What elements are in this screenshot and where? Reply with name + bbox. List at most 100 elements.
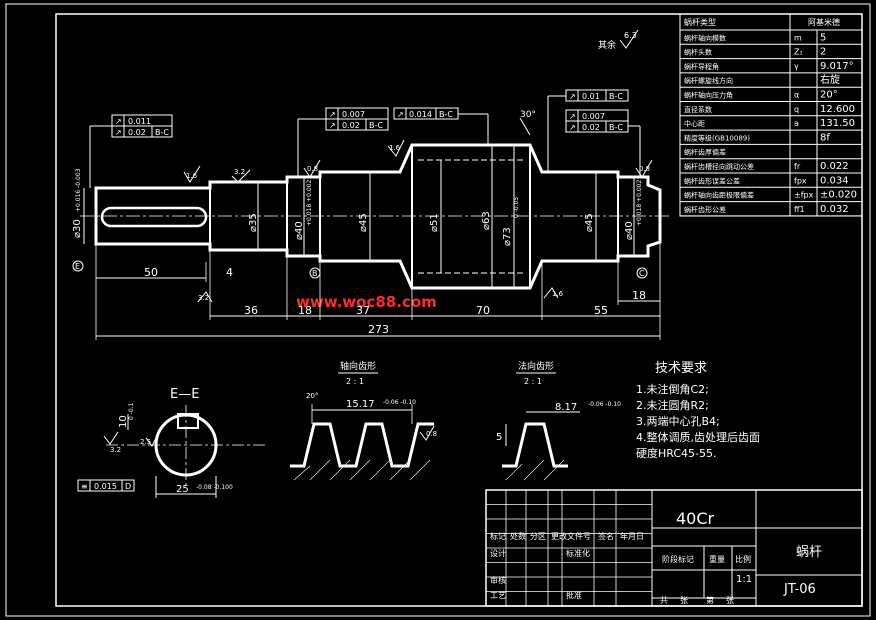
- svg-text:1.6: 1.6: [552, 290, 564, 298]
- svg-text:张: 张: [726, 596, 734, 605]
- svg-text:标记: 标记: [490, 531, 506, 541]
- svg-text:0.011: 0.011: [128, 117, 151, 126]
- param-row-symbol: γ: [794, 62, 799, 71]
- dim-l36: 36: [244, 304, 258, 317]
- normal-thickness: 8.17: [555, 402, 577, 413]
- svg-text:-0.06 -0.10: -0.06 -0.10: [588, 401, 621, 408]
- param-row-symbol: ±fpx: [794, 191, 814, 200]
- svg-text:工艺: 工艺: [490, 591, 506, 600]
- dim-d51: ⌀51: [429, 213, 440, 232]
- datum-b: [309, 267, 321, 279]
- param-row-label: 蜗杆齿槽径向跳动公差: [684, 162, 754, 171]
- param-row-value: 5: [820, 32, 826, 43]
- normal-height: 5: [496, 432, 502, 443]
- tol-frame-mid: ↗↗ 0.007 0.02 B-C: [297, 107, 389, 177]
- svg-text:1.6: 1.6: [389, 144, 401, 152]
- param-row-value: 9.017°: [820, 61, 854, 72]
- svg-text:↗: ↗: [569, 123, 576, 132]
- svg-text:审核: 审核: [490, 575, 506, 585]
- section-width: 25: [176, 484, 189, 495]
- svg-text:标准化: 标准化: [566, 548, 590, 558]
- svg-text:↗: ↗: [115, 128, 122, 137]
- svg-text:0.007: 0.007: [582, 112, 605, 121]
- param-row-label: 精度等级(GB10089): [684, 133, 750, 142]
- dim-l18b: 18: [632, 289, 646, 302]
- param-row-value: 8f: [820, 132, 830, 143]
- svg-text:6.3: 6.3: [624, 31, 637, 40]
- param-row-label: 蜗杆齿厚偏差: [684, 148, 726, 157]
- svg-text:签名: 签名: [598, 531, 614, 541]
- svg-text:↗: ↗: [115, 117, 122, 126]
- param-row-symbol: fpx: [794, 176, 807, 185]
- section-title: E—E: [170, 387, 199, 402]
- axial-pitch: 15.17: [346, 399, 375, 410]
- svg-text:B-C: B-C: [369, 121, 383, 130]
- tech-title: 技术要求: [655, 361, 707, 376]
- svg-text:更改文件号: 更改文件号: [551, 531, 591, 541]
- dim-l55: 55: [594, 304, 608, 317]
- length-dimensions: 50 4 36 18 37 70 55 18 273: [95, 242, 661, 340]
- param-row-label: 蜗杆轴向模数: [684, 33, 726, 42]
- svg-text:-0.06 -0.10: -0.06 -0.10: [383, 399, 416, 406]
- dim-d40-left: ⌀40: [294, 221, 305, 240]
- svg-text:张: 张: [680, 596, 688, 605]
- svg-text:0 -0.05: 0 -0.05: [513, 197, 520, 218]
- datum-c: [636, 267, 648, 279]
- tolerance-frames: ↗↗ 0.011 0.02 B-C ↗↗ 0.007 0.02 B-C ↗ 0.…: [89, 89, 641, 188]
- dim-d30: ⌀30: [72, 219, 83, 238]
- dim-d73: ⌀73: [502, 227, 513, 246]
- svg-text:↗: ↗: [569, 92, 576, 101]
- svg-text:↗: ↗: [329, 121, 336, 130]
- dim-l37: 37: [356, 304, 370, 317]
- section-e-e: E—E 10 0 -0.1 3.2 2.5 ≡ 0.015 D 25 -0.08…: [77, 387, 266, 498]
- svg-text:0.8: 0.8: [426, 430, 437, 438]
- svg-text:0.8: 0.8: [639, 165, 650, 173]
- diameter-dimensions: ⌀30 +0.016 -0.003 ⌀35 ⌀40 +0.018 +0.002 …: [72, 145, 643, 288]
- param-row-value: 0.034: [820, 175, 849, 186]
- dim-l70: 70: [476, 304, 490, 317]
- roughness-other-label: 其余: [598, 39, 616, 51]
- svg-text:3.2: 3.2: [110, 446, 121, 454]
- axial-tooth-profile: 轴向齿形 2 : 1 15.17 -0.06 -0.10 20° 0.8: [290, 360, 437, 481]
- dim-d63: ⌀63: [481, 211, 492, 230]
- svg-text:分区: 分区: [530, 532, 546, 541]
- param-row-label: 蜗杆轴向齿距极限偏差: [684, 191, 754, 200]
- svg-text:设计: 设计: [490, 548, 506, 558]
- tech-item-2: 2.未注圆角R2;: [636, 398, 709, 412]
- param-row-symbol: a: [794, 119, 799, 128]
- svg-text:C: C: [639, 269, 645, 278]
- svg-text:2 : 1: 2 : 1: [346, 377, 364, 386]
- tech-item-4: 4.整体调质,齿处理后齿面: [636, 430, 760, 444]
- svg-text:↗: ↗: [397, 110, 404, 119]
- svg-text:0.015: 0.015: [94, 482, 117, 491]
- param-row-value: 2: [820, 47, 826, 58]
- param-row-label: 蜗杆头数: [684, 48, 712, 57]
- svg-text:≡: ≡: [81, 482, 88, 491]
- svg-text:B-C: B-C: [439, 110, 453, 119]
- param-row-value: 12.600: [820, 104, 855, 115]
- dim-total: 273: [368, 323, 389, 336]
- svg-text:↗: ↗: [329, 110, 336, 119]
- svg-text:批准: 批准: [566, 590, 582, 600]
- svg-text:+0.018 +0.002: +0.018 +0.002: [306, 180, 313, 226]
- tol-frame-right: ↗ 0.01 B-C ↗↗ 0.007 0.02 B-C: [547, 89, 641, 177]
- svg-text:E: E: [75, 262, 80, 271]
- datum-markers: E B C: [72, 260, 648, 279]
- tb-part-name: 蜗杆: [796, 544, 822, 560]
- tb-scale-label: 比例: [735, 554, 751, 564]
- roughness-other-symbol: 6.3: [619, 29, 639, 49]
- tb-stage-label: 阶段标记: [662, 554, 694, 564]
- svg-text:+0.016 -0.003: +0.016 -0.003: [75, 168, 82, 212]
- svg-text:B-C: B-C: [609, 92, 623, 101]
- svg-text:2 : 1: 2 : 1: [524, 377, 542, 386]
- normal-tooth-profile: 法向齿形 2 : 1 8.17 -0.06 -0.10 5: [496, 360, 621, 481]
- tol-frame-center: ↗ 0.014 B-C: [393, 107, 489, 145]
- svg-text:0 -0.1: 0 -0.1: [128, 402, 135, 420]
- svg-text:2.5: 2.5: [140, 438, 151, 446]
- svg-text:+0.018 +0.002: +0.018 +0.002: [636, 180, 643, 226]
- tb-drawing-no: JT-06: [783, 582, 816, 597]
- param-row-label: 蜗杆齿形误差公差: [684, 176, 740, 185]
- dim-d45-left: ⌀45: [358, 213, 369, 232]
